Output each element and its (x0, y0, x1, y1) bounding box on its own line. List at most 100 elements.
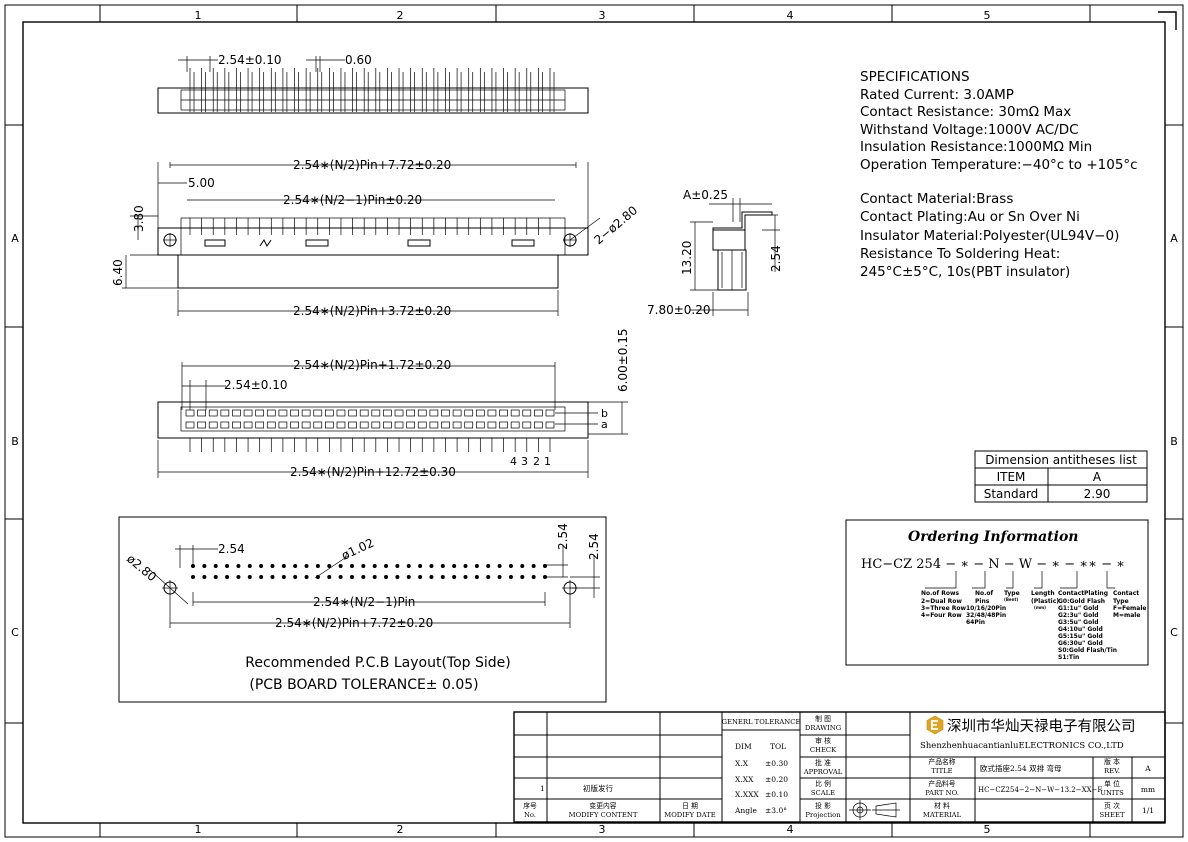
ord-pins-4: 32/48/48Pin (966, 612, 1006, 619)
contact-row-a (325, 421, 334, 429)
dim-table-row-value: 2.90 (1084, 487, 1111, 501)
contact-row-a (475, 421, 485, 429)
contact-row-a (499, 421, 508, 429)
contact-row-b (383, 409, 392, 417)
contact-row-b (464, 409, 474, 417)
contact-row-b (441, 409, 450, 417)
ordering-info: Ordering Information HC−CZ 254 − ∗ − N −… (845, 519, 1149, 666)
pcb-hole (418, 564, 423, 568)
pcb-hole (225, 575, 230, 579)
pcb-hole-dia: ø1.02 (339, 536, 376, 563)
contact-row-b (336, 409, 346, 417)
spec-line-5: Operation Temperature:−40°c to +105°c (860, 157, 1138, 173)
zone-bottom-3: 3 (599, 823, 606, 836)
ord-plate-2: Plating (1084, 590, 1108, 597)
pcb-hole (531, 575, 536, 579)
row-b-label: b (601, 407, 608, 420)
title-en: TITLE (931, 767, 952, 775)
contact-row-b (394, 409, 404, 417)
contact-row-a (336, 421, 346, 429)
zone-ticks (5, 5, 1183, 837)
contact-row-a (232, 421, 241, 429)
pcb-hole (349, 575, 354, 579)
tol-r2-v: ±0.20 (765, 775, 788, 784)
pcb-hole (202, 564, 207, 568)
pcb-hole (213, 564, 218, 568)
ordering-code: HC−CZ 254 − ∗ − N − W − ∗ − ∗∗ − ∗ (861, 557, 1125, 572)
zone-top-1: 1 (195, 9, 202, 22)
zone-top-4: 4 (787, 9, 794, 22)
pcb-hole (486, 575, 491, 579)
spec-line-10: 245°C±5°C, 10s(PBT insulator) (860, 264, 1070, 280)
zone-top-2: 2 (397, 9, 404, 22)
pcb-caption-2: (PCB BOARD TOLERANCE± 0.05) (249, 677, 478, 693)
pcb-hole (236, 564, 241, 568)
ord-plate-11: S1:Tin (1058, 654, 1079, 661)
zone-right-b: B (1170, 435, 1178, 448)
contact-row-b (522, 409, 532, 417)
ord-rows-3: 3=Three Row (921, 605, 966, 612)
tol-dim: DIM (735, 742, 752, 751)
specifications: SPECIFICATIONS Rated Current: 3.0AMP Con… (860, 69, 1138, 280)
drawing-en: DRAWING (805, 724, 841, 732)
contact-row-b (534, 409, 543, 417)
ord-pins-3: 10/16/20Pin (966, 605, 1006, 612)
pcb-hole (463, 564, 468, 568)
check-cn: 审 核 (815, 736, 831, 745)
outer-border (4, 4, 1184, 838)
contact-row-a (197, 421, 206, 429)
date-en: MODIFY DATE (664, 811, 716, 819)
pin-num-4: 4 (510, 455, 517, 468)
pcb-hole (327, 575, 332, 579)
spec-line-1: Rated Current: 3.0AMP (860, 87, 1014, 103)
pcb-hole (225, 564, 230, 568)
pcb-hole (259, 575, 264, 579)
date-cn: 日 期 (682, 802, 698, 810)
pcb-hole (315, 575, 320, 579)
contact-row-b (290, 409, 299, 417)
contact-row-b (325, 409, 334, 417)
pcb-layout: ø2.80 2.54 ø1.02 2.54 2.54 2.54∗(N/2−1)P… (118, 516, 607, 703)
dim-side-pitch: 2.54 (769, 245, 783, 272)
contact-row-a (441, 421, 450, 429)
side-view: A±0.25 13.20 2.54 7.80±0.20 (647, 188, 783, 317)
contact-row-a (545, 421, 555, 429)
zone-bottom-1: 1 (195, 823, 202, 836)
contact-row-b (197, 409, 206, 417)
pcb-hole (440, 564, 445, 568)
pcb-hole (281, 575, 286, 579)
tol-r4-k: Angle (734, 806, 757, 815)
contact-row-a (534, 421, 543, 429)
zone-left-b: B (11, 435, 19, 448)
company-en: ShenzhenhuacantianluELECTRONICS CO.,LTD (920, 741, 1124, 751)
contact-row-a (406, 421, 415, 429)
dim-front-bottom: 2.54∗(N/2)Pin+3.72±0.20 (293, 304, 451, 318)
ord-ctype-1: Contact (1113, 590, 1139, 597)
rev-en: REV. (1104, 767, 1120, 775)
pcb-hole (531, 564, 536, 568)
contact-row-b (185, 409, 195, 417)
spec-line-3: Withstand Voltage:1000V AC/DC (860, 122, 1079, 138)
contact-row-a (452, 421, 462, 429)
part-value: HC−CZ254−2−N−W−13.2−XX−F (978, 786, 1102, 794)
dim-front-h2: 6.40 (111, 259, 125, 286)
zone-bottom-2: 2 (397, 823, 404, 836)
pcb-hole (338, 575, 343, 579)
pcb-hole (440, 575, 445, 579)
pcb-hole (543, 564, 547, 568)
tol-r1-v: ±0.30 (765, 759, 788, 768)
no-cn: 序号 (523, 801, 537, 810)
company-cn: 深圳市华灿天禄电子有限公司 (947, 718, 1136, 735)
contact-row-a (208, 421, 218, 429)
zone-left-a: A (11, 232, 19, 245)
scale-en: SCALE (811, 789, 835, 797)
title-cn: 产品名称 (928, 757, 955, 766)
pcb-hole (315, 564, 320, 568)
contact-row-b (243, 409, 253, 417)
rev-value: A (1144, 764, 1151, 773)
pcb-hole (429, 575, 434, 579)
zone-bottom-5: 5 (984, 823, 991, 836)
contact-row-a (220, 421, 230, 429)
pcb-hole (406, 575, 411, 579)
